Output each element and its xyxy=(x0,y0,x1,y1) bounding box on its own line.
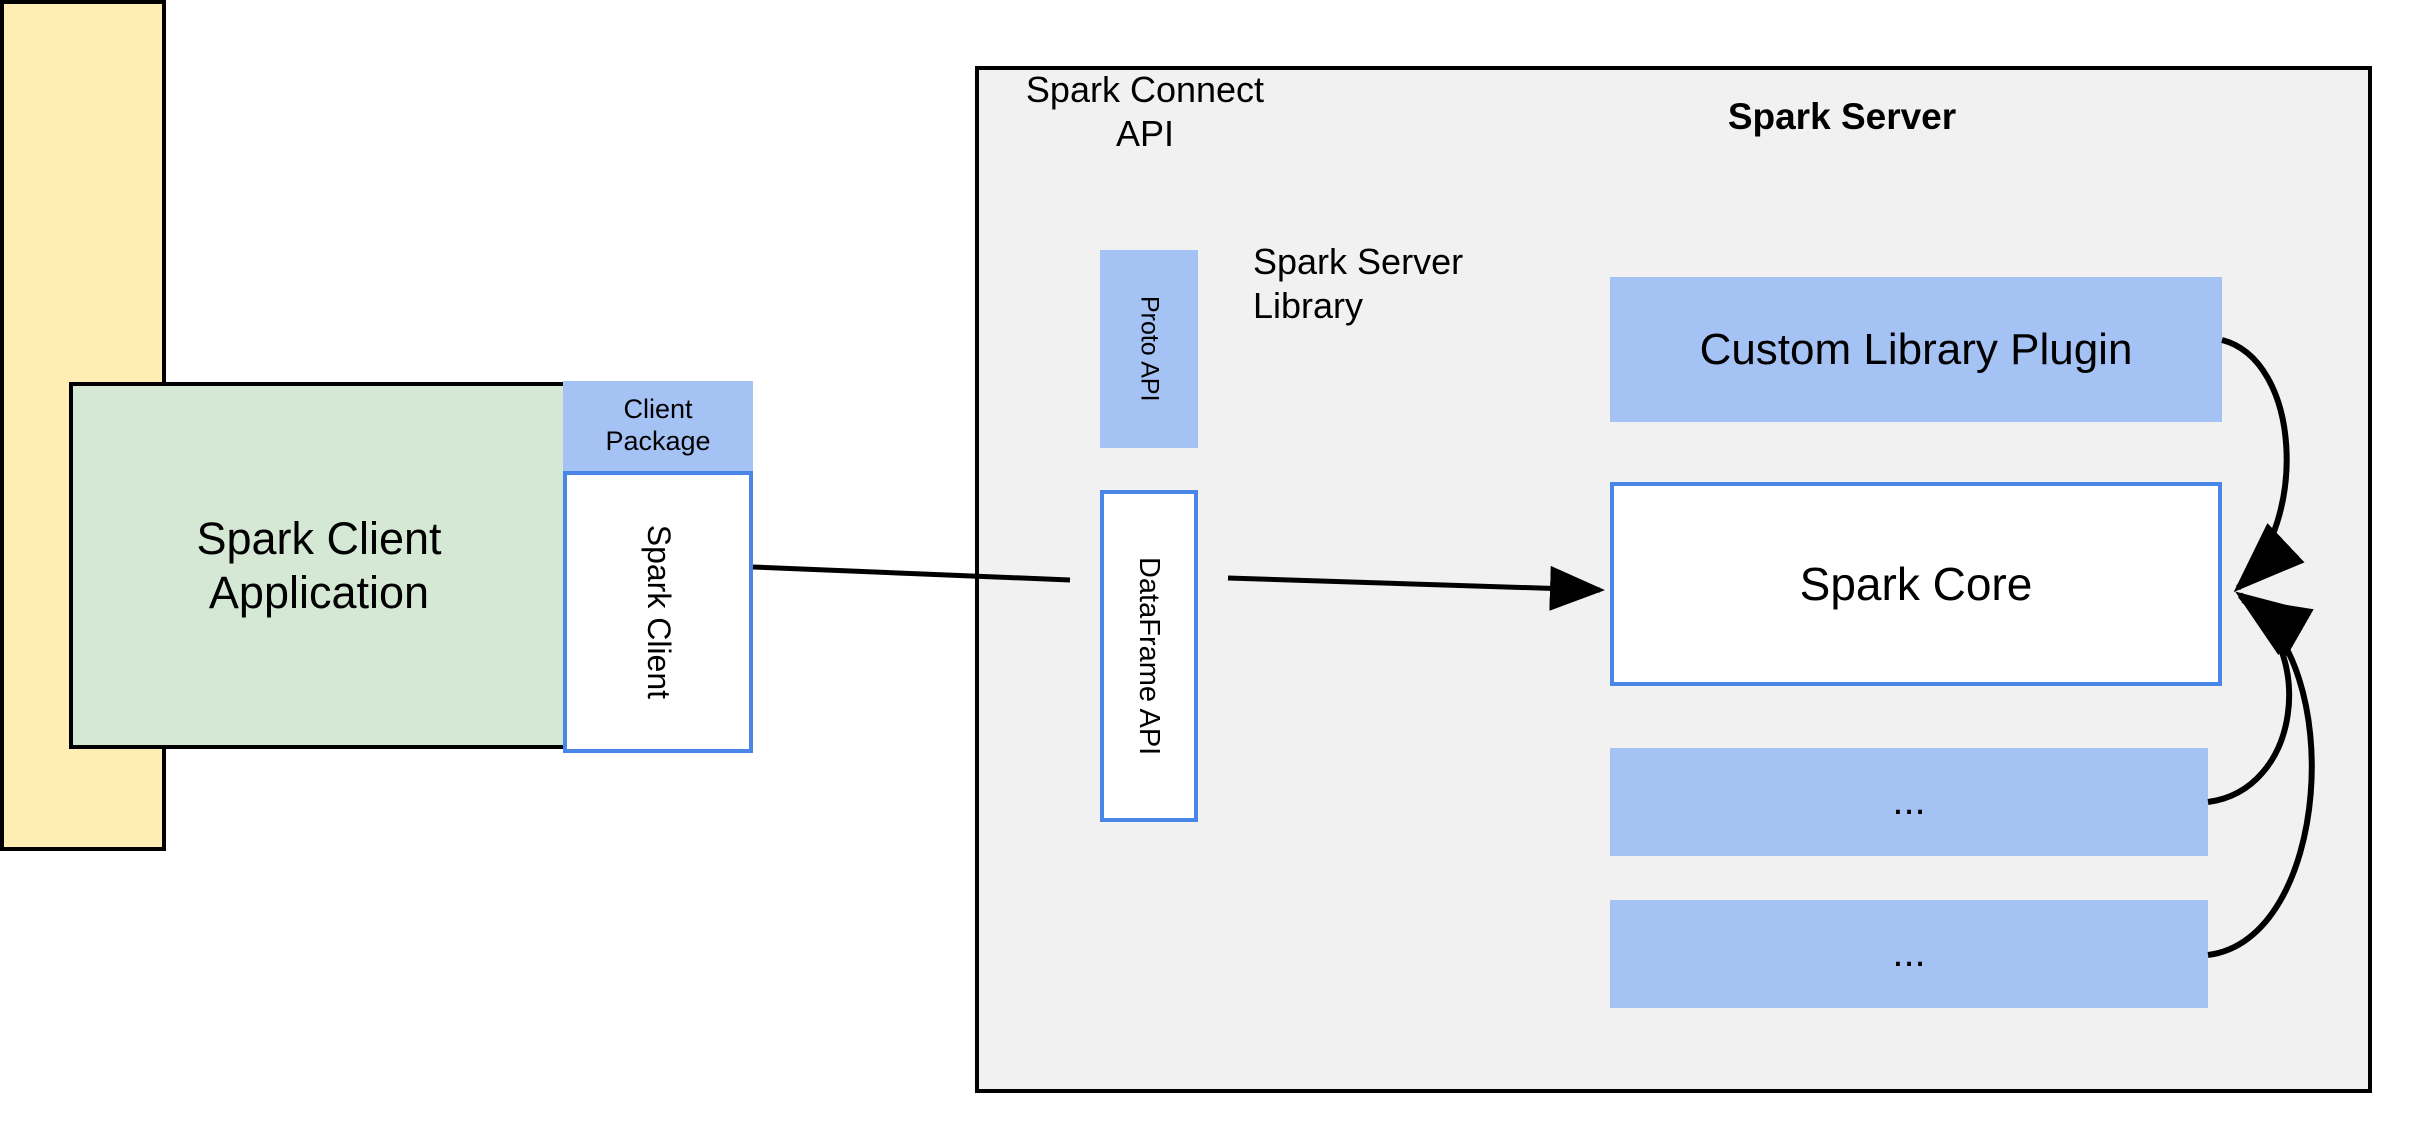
ellipsis-label-1: ... xyxy=(1892,779,1926,824)
dataframe-api-box[interactable]: DataFrame API xyxy=(1100,490,1198,822)
client-package-box[interactable]: Client Package xyxy=(563,381,753,471)
proto-api-box[interactable]: Proto API xyxy=(1100,250,1198,448)
spark-client-application-label: Spark Client Application xyxy=(196,513,442,618)
spark-connect-api-label: Spark Connect API xyxy=(1025,69,1265,154)
server-component-ellipsis-1[interactable]: ... xyxy=(1610,748,2208,856)
proto-api-label: Proto API xyxy=(1135,296,1164,402)
spark-client-box[interactable]: Spark Client xyxy=(563,471,753,753)
spark-core-box[interactable]: Spark Core xyxy=(1610,482,2222,686)
spark-core-label: Spark Core xyxy=(1799,557,2033,610)
custom-library-plugin-label: Custom Library Plugin xyxy=(1699,324,2133,374)
ellipsis-label-2: ... xyxy=(1892,931,1926,976)
spark-server-title: Spark Server xyxy=(1727,96,1957,137)
spark-client-application-box[interactable]: Spark Client Application xyxy=(69,382,569,749)
dataframe-api-label: DataFrame API xyxy=(1133,556,1166,756)
custom-library-plugin-box[interactable]: Custom Library Plugin xyxy=(1610,277,2222,422)
server-component-ellipsis-2[interactable]: ... xyxy=(1610,900,2208,1008)
spark-client-label: Spark Client xyxy=(640,524,677,700)
spark-server-library-label: Spark Server Library xyxy=(1253,241,1464,326)
client-package-label: Client Package xyxy=(605,394,711,456)
